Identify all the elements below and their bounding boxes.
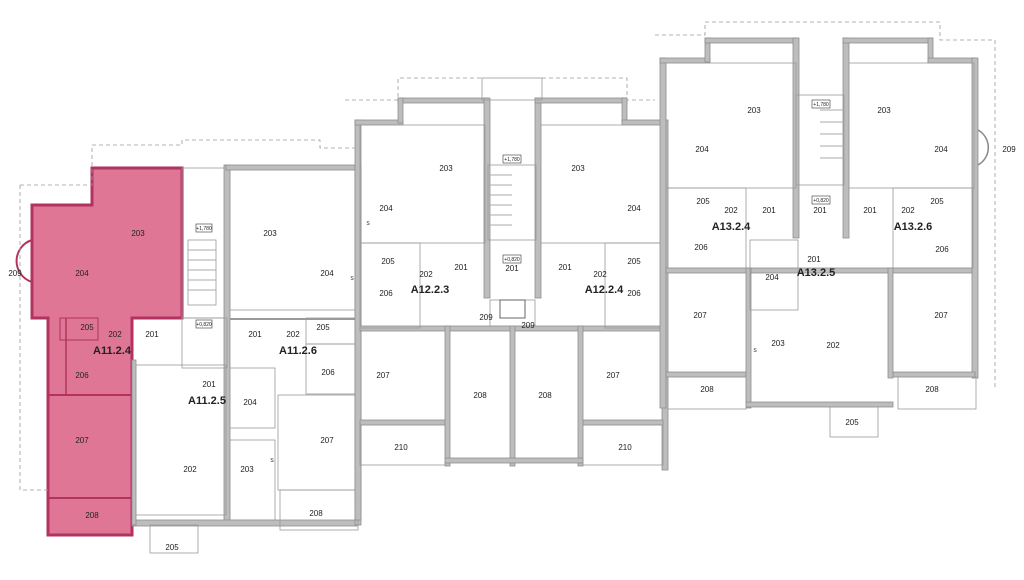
- room-203-a13-2-4: 203: [747, 106, 761, 115]
- room-201-a13-stair: 201: [813, 206, 827, 215]
- room-204-a12-2-4: 204: [627, 204, 641, 213]
- unit-label-a11-2-4: A11.2.4: [93, 345, 132, 357]
- room-209-right-stair: 209: [521, 321, 535, 330]
- room-204-a11-2-5: 204: [243, 398, 257, 407]
- room-201-a12-2-3: 201: [454, 263, 468, 272]
- level-tag-left-stair: +1,780: [196, 226, 212, 232]
- room-204-a13-2-5: 204: [765, 273, 779, 282]
- room-203-a11-2-4: 203: [131, 229, 145, 238]
- room-210-a12-2-3: 210: [394, 443, 408, 452]
- unit-labels: A11.2.4 A11.2.6 A11.2.5 A12.2.3 A12.2.4 …: [93, 221, 932, 407]
- level-tag-left-landing: +0,820: [196, 322, 212, 328]
- room-206-a11-2-4: 206: [75, 371, 89, 380]
- room-210-a12-2-4: 210: [618, 443, 632, 452]
- unit-label-a13-2-5: A13.2.5: [797, 267, 836, 279]
- room-205-a12-2-4: 205: [627, 257, 641, 266]
- room-202-a11-2-6: 202: [286, 330, 300, 339]
- central-section-walls: [354, 77, 669, 521]
- room-206-a12-2-4: 206: [627, 289, 641, 298]
- room-207-a12-2-3: 207: [376, 371, 390, 380]
- apartment-highlight: [30, 166, 184, 537]
- bay-window-209: [15, 239, 33, 283]
- room-205-a13-2-6: 205: [930, 197, 944, 206]
- room-203-a13-2-5: 203: [771, 339, 785, 348]
- room-204-a12-2-3: 204: [379, 204, 393, 213]
- room-208-right-center: 208: [538, 391, 552, 400]
- room-202-a12-2-4: 202: [593, 270, 607, 279]
- room-201-a11-2-5: 201: [202, 380, 216, 389]
- room-205-a12-2-3: 205: [381, 257, 395, 266]
- room-206-a13-2-4: 206: [694, 243, 708, 252]
- room-202-a13-2-4: 202: [724, 206, 738, 215]
- room-207-a13-2-4: 207: [693, 311, 707, 320]
- room-203-a11-2-5: 203: [240, 465, 254, 474]
- room-206-a12-2-3: 206: [379, 289, 393, 298]
- level-tag-right-landing: +0,820: [813, 198, 829, 204]
- room-202-a13-2-5: 202: [826, 341, 840, 350]
- room-206-a13-2-6: 206: [935, 245, 949, 254]
- room-201-a12-2-4: 201: [558, 263, 572, 272]
- room-labels: 203 204 209 205 202 201 206 207 208 203 …: [8, 106, 1016, 552]
- room-205-a13-2-5: 205: [845, 418, 859, 427]
- room-205-a11-2-5: 205: [165, 543, 179, 552]
- room-201-stair: 201: [505, 264, 519, 273]
- room-201-a13-2-4: 201: [762, 206, 776, 215]
- unit-label-a12-2-4: A12.2.4: [585, 284, 624, 296]
- shaft-markers: S S S S: [270, 221, 757, 464]
- room-206-a11-2-6: 206: [321, 368, 335, 377]
- room-208-left-center: 208: [473, 391, 487, 400]
- room-204-a13-2-6: 204: [934, 145, 948, 154]
- room-203-a12-2-4: 203: [571, 164, 585, 173]
- room-203-a13-2-6: 203: [877, 106, 891, 115]
- room-204-a11-2-4: 204: [75, 269, 89, 278]
- room-205-a11-2-6: 205: [316, 323, 330, 332]
- unit-label-a11-2-6: A11.2.6: [279, 345, 317, 357]
- room-202-a11-2-4: 202: [108, 330, 122, 339]
- unit-label-a13-2-6: A13.2.6: [894, 221, 933, 233]
- room-205-a11-2-4: 205: [80, 323, 94, 332]
- room-201-a11-2-6: 201: [248, 330, 262, 339]
- room-205-a13-2-4: 205: [696, 197, 710, 206]
- highlighted-apartment-a11-2-4[interactable]: [15, 166, 184, 537]
- room-208-a13-2-4: 208: [700, 385, 714, 394]
- unit-label-a12-2-3: A12.2.3: [411, 284, 450, 296]
- room-202-a11-2-5: 202: [183, 465, 197, 474]
- room-208-a11-2-6: 208: [309, 509, 323, 518]
- level-tag-right-stair: +1,780: [813, 102, 829, 108]
- room-204-a13-2-4: 204: [695, 145, 709, 154]
- level-tags: +1,780 +0,820 +1,780 +0,820 +1,780 +0,82…: [195, 99, 831, 329]
- room-201-a11-2-4: 201: [145, 330, 159, 339]
- room-207-a11-2-4: 207: [75, 436, 89, 445]
- unit-label-a11-2-5: A11.2.5: [188, 395, 226, 407]
- room-209-left-stair: 209: [479, 313, 493, 322]
- room-208-a11-2-4: 208: [85, 511, 99, 520]
- room-207-a11-2-6: 207: [320, 436, 334, 445]
- room-202-a13-2-6: 202: [901, 206, 915, 215]
- level-tag-center-landing: +0,820: [504, 257, 520, 263]
- room-208-a13-2-6: 208: [925, 385, 939, 394]
- marker-s-a11-2-6: S: [350, 276, 354, 282]
- unit-label-a13-2-4: A13.2.4: [712, 221, 751, 233]
- room-201-a13-2-6: 201: [863, 206, 877, 215]
- room-207-a12-2-4: 207: [606, 371, 620, 380]
- room-209-a13-2-6: 209: [1002, 145, 1016, 154]
- right-wing-walls: [659, 37, 990, 438]
- marker-s-a11-2-5: S: [270, 458, 274, 464]
- room-203-a11-2-6: 203: [263, 229, 277, 238]
- room-202-a12-2-3: 202: [419, 270, 433, 279]
- marker-s-a12-2-3: S: [366, 221, 370, 227]
- room-201-a13-2-5: 201: [807, 255, 821, 264]
- marker-s-a13-2-5: S: [753, 348, 757, 354]
- room-204-a11-2-6: 204: [320, 269, 334, 278]
- overhang-outlines: [19, 21, 996, 520]
- room-203-a12-2-3: 203: [439, 164, 453, 173]
- room-207-a13-2-6: 207: [934, 311, 948, 320]
- room-209-a11-2-4: 209: [8, 269, 22, 278]
- level-tag-center-stair: +1,780: [504, 157, 520, 163]
